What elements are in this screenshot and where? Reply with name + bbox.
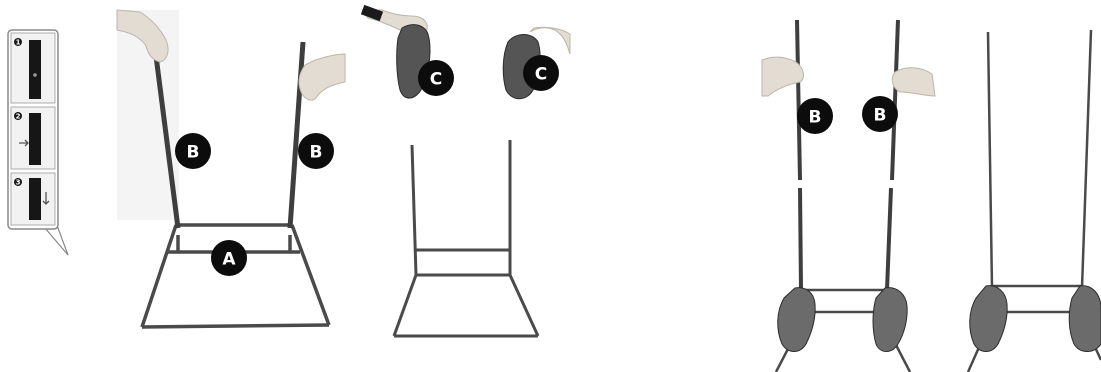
callout-a-label: A [222,250,236,270]
step-1: 1 [11,33,55,103]
pole-3-right-upper [892,20,898,180]
callout-c-label: C [430,70,442,90]
callout-c-left-shoe: C [418,60,454,96]
callout-b-label: B [187,143,200,163]
pole-3-left-lower [800,188,801,290]
callout-c-right-shoe: C [523,55,559,91]
instructions-panel: 1 2 3 [8,30,68,255]
callout-b-pole-left: B [797,98,833,134]
callout-b-label: B [874,106,887,126]
callout-b-label: B [809,108,822,128]
step-3-number: 3 [16,179,21,187]
step-1-thumbnail [29,40,41,99]
callout-a-left-frame: A [211,240,247,276]
figure-shoe-placement: C C [361,5,570,336]
pole-3-left-upper [797,20,800,180]
callout-b-pole-right: B [862,96,898,132]
figure-poles-with-shoe-trees: B B [762,20,935,372]
callout-b-right-pole: B [298,133,334,169]
figure-assembled-rack [968,30,1101,372]
right-hand-3 [892,68,935,96]
step-1-marker-icon [33,73,37,77]
shoe-rack-frame [394,140,538,336]
step-2-number: 2 [16,113,21,121]
pole-3-right-lower [887,188,891,290]
callout-b-left-pole: B [175,133,211,169]
step-2-thumbnail [29,113,41,165]
right-hand [299,54,345,100]
step-3: 3 [11,173,55,225]
callout-c-label: C [535,65,547,85]
step-2: 2 [11,107,55,169]
base-frame [142,225,329,327]
right-pole [290,42,303,228]
figure-frame-assembly: A B B [117,10,345,327]
step-3-thumbnail [29,178,41,220]
shoe-tree-right-icon [873,288,907,352]
shoe-tree-left-icon [778,288,815,352]
panel-callout-pointer [45,228,68,255]
assembled-shoe-tree-right-icon [1069,286,1101,352]
assembled-shoe-tree-left-icon [970,286,1007,352]
step-1-number: 1 [16,39,21,47]
callout-b-label: B [310,143,323,163]
